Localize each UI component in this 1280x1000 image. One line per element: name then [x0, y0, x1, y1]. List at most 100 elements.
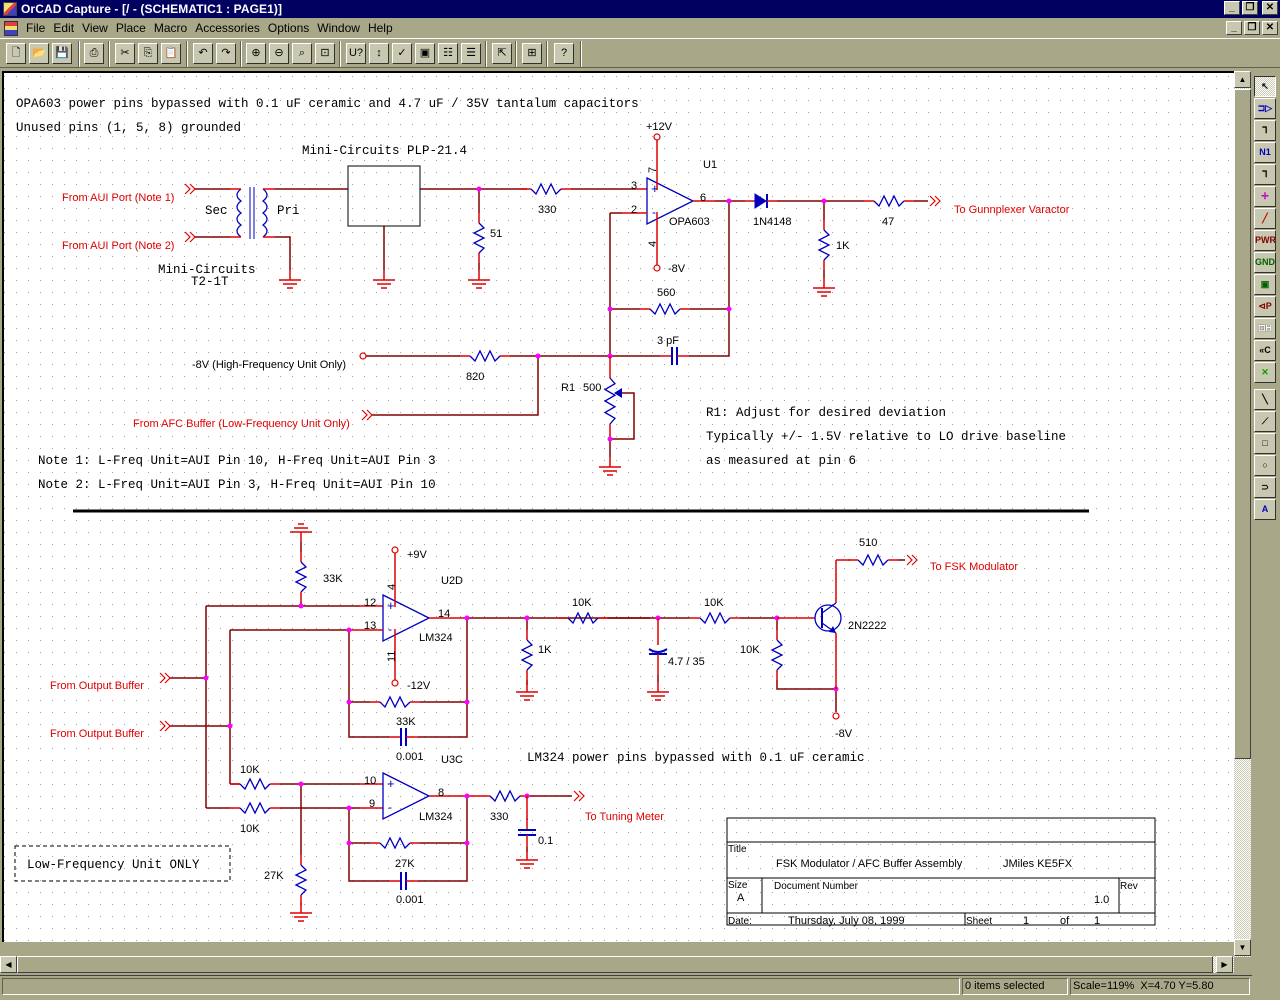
place-no-connect-tool[interactable]: ✕ [1254, 362, 1276, 383]
zoom-area-button[interactable]: ⌕ [292, 43, 312, 64]
place-wire-tool[interactable]: ⅂ [1254, 120, 1276, 141]
plus-sign: + [387, 598, 395, 613]
place-part-icon: ⊐▷ [1257, 103, 1273, 113]
u2d-ref: U2D [441, 575, 463, 587]
open-button[interactable]: 📂 [29, 43, 49, 64]
r10k-c-value: 10K [740, 644, 760, 656]
wire [418, 702, 468, 738]
horizontal-scroll-thumb[interactable] [17, 956, 1213, 973]
place-port-tool[interactable]: ⊲P [1254, 296, 1276, 317]
paste-icon: 📋 [164, 47, 178, 59]
port-fsk-modulator[interactable]: To FSK Modulator [930, 561, 1018, 573]
vertical-scroll-thumb[interactable] [1234, 89, 1251, 759]
port-tuning-meter[interactable]: To Tuning Meter [585, 811, 664, 823]
undo-button[interactable]: ↶ [193, 43, 213, 64]
back-annotate-icon: ↕ [376, 47, 382, 59]
place-rectangle-tool[interactable]: □ [1254, 433, 1276, 454]
place-ellipse-icon: ○ [1262, 460, 1268, 470]
place-off-page-connector-tool[interactable]: «C [1254, 340, 1276, 361]
port-gunnplexer[interactable]: To Gunnplexer Varactor [954, 204, 1070, 216]
scroll-up-button[interactable]: ▲ [1234, 71, 1251, 88]
horizontal-scrollbar[interactable]: ◀ ▶ [0, 956, 1234, 973]
schematic-canvas[interactable]: +-+-+- OPA603 power pins bypassed with 0… [2, 71, 1234, 942]
doc-minimize-button[interactable]: _ [1226, 21, 1242, 35]
back-annotate-button[interactable]: ↕ [369, 43, 389, 64]
cut-button[interactable]: ✂ [115, 43, 135, 64]
status-scale-coords: Scale=119% X=4.70 Y=5.80 [1070, 978, 1250, 995]
save-button[interactable]: 💾 [52, 43, 72, 64]
place-net-alias-tool[interactable]: N1 [1254, 142, 1276, 163]
project-manager-button[interactable]: ⊞ [522, 43, 542, 64]
close-button[interactable]: ✕ [1262, 1, 1278, 15]
help-button[interactable]: ? [554, 43, 574, 64]
wire [275, 236, 291, 270]
place-junction-tool[interactable]: ✛ [1254, 186, 1276, 207]
place-net-alias-icon: N1 [1259, 147, 1271, 157]
place-part-tool[interactable]: ⊐▷ [1254, 98, 1276, 119]
place-ground-tool[interactable]: GND [1254, 252, 1276, 273]
zoom-out-button[interactable]: ⊖ [269, 43, 289, 64]
minimize-button[interactable]: _ [1224, 1, 1240, 15]
place-bus-tool[interactable]: ⅂ [1254, 164, 1276, 185]
redo-button[interactable]: ↷ [216, 43, 236, 64]
new-icon: 🗋 [11, 47, 21, 59]
menu-file[interactable]: File [26, 21, 46, 35]
menu-help[interactable]: Help [367, 21, 393, 35]
menu-edit[interactable]: Edit [53, 21, 75, 35]
power-minus8v-q: -8V [835, 728, 853, 740]
place-text-tool[interactable]: A [1254, 499, 1276, 520]
power-minus8v-u1: -8V [668, 263, 686, 275]
place-hierarchical-block-tool[interactable]: ▣ [1254, 274, 1276, 295]
menu-accessories[interactable]: Accessories [195, 21, 260, 35]
place-line-tool[interactable]: ╲ [1254, 389, 1276, 410]
new-button[interactable]: 🗋 [6, 43, 26, 64]
place-pin-tool[interactable]: ⊡H [1254, 318, 1276, 339]
snap-to-grid-button[interactable]: ⇱ [492, 43, 512, 64]
select-tool[interactable]: ↖ [1254, 76, 1276, 97]
annotate-button[interactable]: U? [346, 43, 366, 64]
place-polyline-tool[interactable]: ⟋ [1254, 411, 1276, 432]
doc-restore-button[interactable]: ❐ [1244, 21, 1260, 35]
place-ellipse-tool[interactable]: ○ [1254, 455, 1276, 476]
port-arrow [573, 790, 580, 802]
menu-place[interactable]: Place [115, 21, 146, 35]
doc-close-button[interactable]: ✕ [1262, 21, 1278, 35]
place-arc-icon: ⊃ [1261, 482, 1269, 492]
menu-options[interactable]: Options [267, 21, 310, 35]
power-minus12v: -12V [407, 680, 431, 692]
redo-icon: ↷ [221, 47, 231, 59]
app-icon[interactable] [3, 2, 17, 16]
resistor-330-b [489, 789, 521, 803]
port-output-buffer-2[interactable]: From Output Buffer [50, 728, 144, 740]
scroll-right-button[interactable]: ▶ [1216, 956, 1233, 973]
power-minus8-hf[interactable]: -8V (High-Frequency Unit Only) [192, 359, 346, 371]
port-aui-note1[interactable]: From AUI Port (Note 1) [62, 192, 174, 204]
cross-reference-button[interactable]: ☷ [438, 43, 458, 64]
port-aui-note2[interactable]: From AUI Port (Note 2) [62, 240, 174, 252]
port-output-buffer-1[interactable]: From Output Buffer [50, 680, 144, 692]
zoom-in-button[interactable]: ⊕ [246, 43, 266, 64]
design-rules-check-button[interactable]: ✓ [392, 43, 412, 64]
menu-window[interactable]: Window [317, 21, 360, 35]
place-power-tool[interactable]: PWR [1254, 230, 1276, 251]
place-bus-entry-tool[interactable]: ╱ [1254, 208, 1276, 229]
port-afc-buffer[interactable]: From AFC Buffer (Low-Frequency Unit Only… [133, 418, 350, 430]
copy-button[interactable]: ⎘ [138, 43, 158, 64]
status-selection: 0 items selected [962, 978, 1068, 995]
restore-button[interactable]: ❐ [1242, 1, 1258, 15]
print-button[interactable]: ⎙ [84, 43, 104, 64]
create-netlist-button[interactable]: ▣ [415, 43, 435, 64]
zoom-all-button[interactable]: ⊡ [315, 43, 335, 64]
u3c-pin9: 9 [369, 798, 375, 810]
document-icon[interactable] [4, 20, 18, 36]
port-arrow [184, 183, 191, 195]
menu-macro[interactable]: Macro [153, 21, 188, 35]
date-label: Date: [728, 916, 752, 927]
paste-button[interactable]: 📋 [161, 43, 181, 64]
vertical-scrollbar[interactable]: ▲ ▼ [1234, 71, 1251, 957]
menu-view[interactable]: View [82, 21, 108, 35]
scroll-down-button[interactable]: ▼ [1234, 939, 1251, 956]
place-arc-tool[interactable]: ⊃ [1254, 477, 1276, 498]
scroll-left-button[interactable]: ◀ [0, 956, 17, 973]
bill-of-materials-button[interactable]: ☰ [461, 43, 481, 64]
